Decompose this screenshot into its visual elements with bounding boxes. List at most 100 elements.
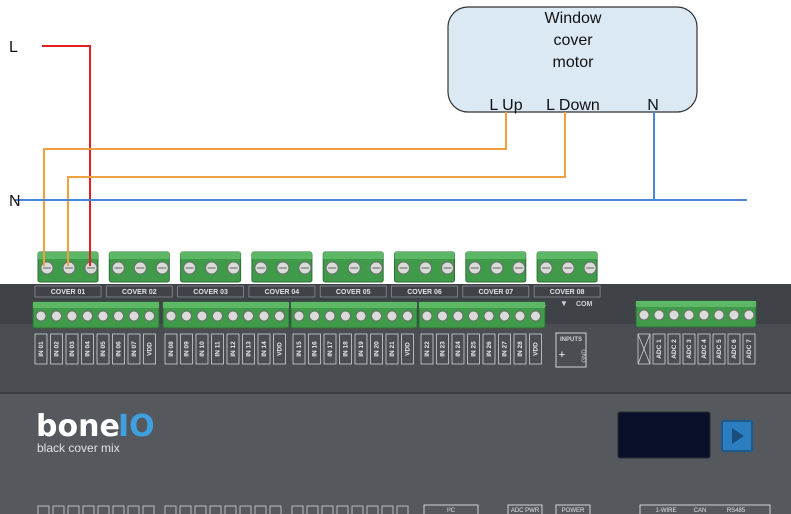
cover-label-8: COVER 08 xyxy=(550,289,585,296)
adc-terminals[interactable] xyxy=(635,300,757,328)
input-strip-4[interactable] xyxy=(418,301,546,329)
screw-icon xyxy=(51,310,62,322)
brand-io-text: IO xyxy=(118,409,155,444)
cover-terminal-8[interactable] xyxy=(536,251,598,283)
cover-terminal-blocks xyxy=(37,251,598,283)
input-label: IN 21 xyxy=(389,341,396,357)
adc-label: ADC 3 xyxy=(686,339,693,359)
bottom-terminals xyxy=(37,505,409,514)
input-label: IN 02 xyxy=(54,341,61,357)
input-label: IN 16 xyxy=(312,341,319,357)
screw-icon xyxy=(514,310,526,322)
input-label: VDD xyxy=(405,342,412,356)
input-label: IN 17 xyxy=(327,341,334,357)
bottom-labels: I²C ADC PWR POWER 1-WIRE CAN RS485 xyxy=(423,504,771,514)
screw-icon xyxy=(324,310,336,322)
input-label: IN 08 xyxy=(168,341,175,357)
neutral-wire xyxy=(14,112,747,201)
motor-box: Window cover motor L Up L Down N xyxy=(447,6,698,114)
cover-terminal-6[interactable] xyxy=(394,251,455,283)
cover-terminal-7[interactable] xyxy=(465,251,527,283)
input-label: IN 03 xyxy=(69,341,76,357)
i2c-label: I²C xyxy=(447,508,456,514)
input-label: IN 15 xyxy=(296,341,303,357)
adc-label: ADC 1 xyxy=(656,339,663,359)
wires xyxy=(14,45,747,266)
play-icon xyxy=(732,428,744,444)
bottom-terminal-slot xyxy=(82,505,95,514)
screw-icon xyxy=(97,310,109,322)
input-strip-2[interactable] xyxy=(162,301,290,329)
screw-icon xyxy=(713,309,725,321)
input-label: IN 14 xyxy=(261,341,268,357)
motor-terminal-down: L Down xyxy=(546,97,600,114)
screw-icon xyxy=(698,309,710,321)
motor-up-wire xyxy=(43,112,507,266)
bottom-terminal-slot xyxy=(321,505,334,514)
cover-label-2: COVER 02 xyxy=(122,289,157,296)
cover-terminal-5[interactable] xyxy=(322,251,384,283)
bottom-terminal-slot xyxy=(381,505,394,514)
screw-icon xyxy=(243,310,254,322)
screw-icon xyxy=(165,310,177,322)
screw-icon xyxy=(309,310,320,322)
input-label: IN 09 xyxy=(184,341,191,357)
input-label: IN 18 xyxy=(343,341,350,357)
bottom-terminal-slot xyxy=(239,505,252,514)
screw-icon xyxy=(340,310,351,322)
plus-icon: + xyxy=(559,349,565,361)
input-strip-1[interactable] xyxy=(32,301,160,329)
motor-title-line3: motor xyxy=(553,54,595,71)
screw-icon xyxy=(728,309,740,321)
screw-icon xyxy=(212,310,223,322)
bottom-terminal-slot xyxy=(37,505,50,514)
screw-icon xyxy=(468,310,479,322)
input-strip-3[interactable] xyxy=(290,301,418,329)
screw-icon xyxy=(35,310,47,322)
bottom-terminal-slot xyxy=(396,505,409,514)
input-label: IN 04 xyxy=(85,341,92,357)
input-label: IN 22 xyxy=(424,341,431,357)
com-label: COM xyxy=(576,301,593,308)
cover-terminal-4[interactable] xyxy=(251,251,313,283)
screw-icon xyxy=(196,310,208,322)
input-label: IN 20 xyxy=(374,341,381,357)
down-arrow-icon: ▼ xyxy=(560,299,568,308)
neutral-label: N xyxy=(9,193,21,210)
screw-icon xyxy=(483,310,495,322)
cover-label-3: COVER 03 xyxy=(193,289,228,296)
bottom-terminal-slot xyxy=(52,505,65,514)
oled-display xyxy=(617,411,711,459)
input-label: IN 01 xyxy=(38,341,45,357)
bottom-terminal-slot xyxy=(112,505,125,514)
cover-label-6: COVER 06 xyxy=(407,289,442,296)
cover-terminal-3[interactable] xyxy=(180,251,242,283)
screw-icon xyxy=(437,310,448,322)
screw-icon xyxy=(66,310,78,322)
bottom-terminal-slot xyxy=(306,505,319,514)
adc-label: ADC 6 xyxy=(731,339,738,359)
screw-icon xyxy=(683,309,695,321)
screw-icon xyxy=(668,309,680,321)
input-terminal-strips xyxy=(32,301,546,329)
bottom-terminal-slot xyxy=(127,505,140,514)
line-label: L xyxy=(9,39,18,56)
brand-subtitle: black cover mix xyxy=(37,441,120,455)
control-button[interactable] xyxy=(721,420,753,452)
screw-icon xyxy=(227,310,239,322)
com-indicator: ▲ ▼ COM xyxy=(540,299,593,308)
gnd-label: GND xyxy=(582,349,588,363)
screw-icon xyxy=(653,309,665,321)
screw-icon xyxy=(638,309,650,321)
screw-icon xyxy=(402,310,413,322)
bottom-terminal-slot xyxy=(209,505,222,514)
screw-icon xyxy=(743,309,755,321)
input-label: IN 25 xyxy=(471,341,478,357)
cover-terminal-2[interactable] xyxy=(108,251,170,283)
bottom-terminal-slot xyxy=(164,505,177,514)
brand-logo: bone IO black cover mix xyxy=(36,409,155,455)
bottom-terminal-slot xyxy=(351,505,364,514)
